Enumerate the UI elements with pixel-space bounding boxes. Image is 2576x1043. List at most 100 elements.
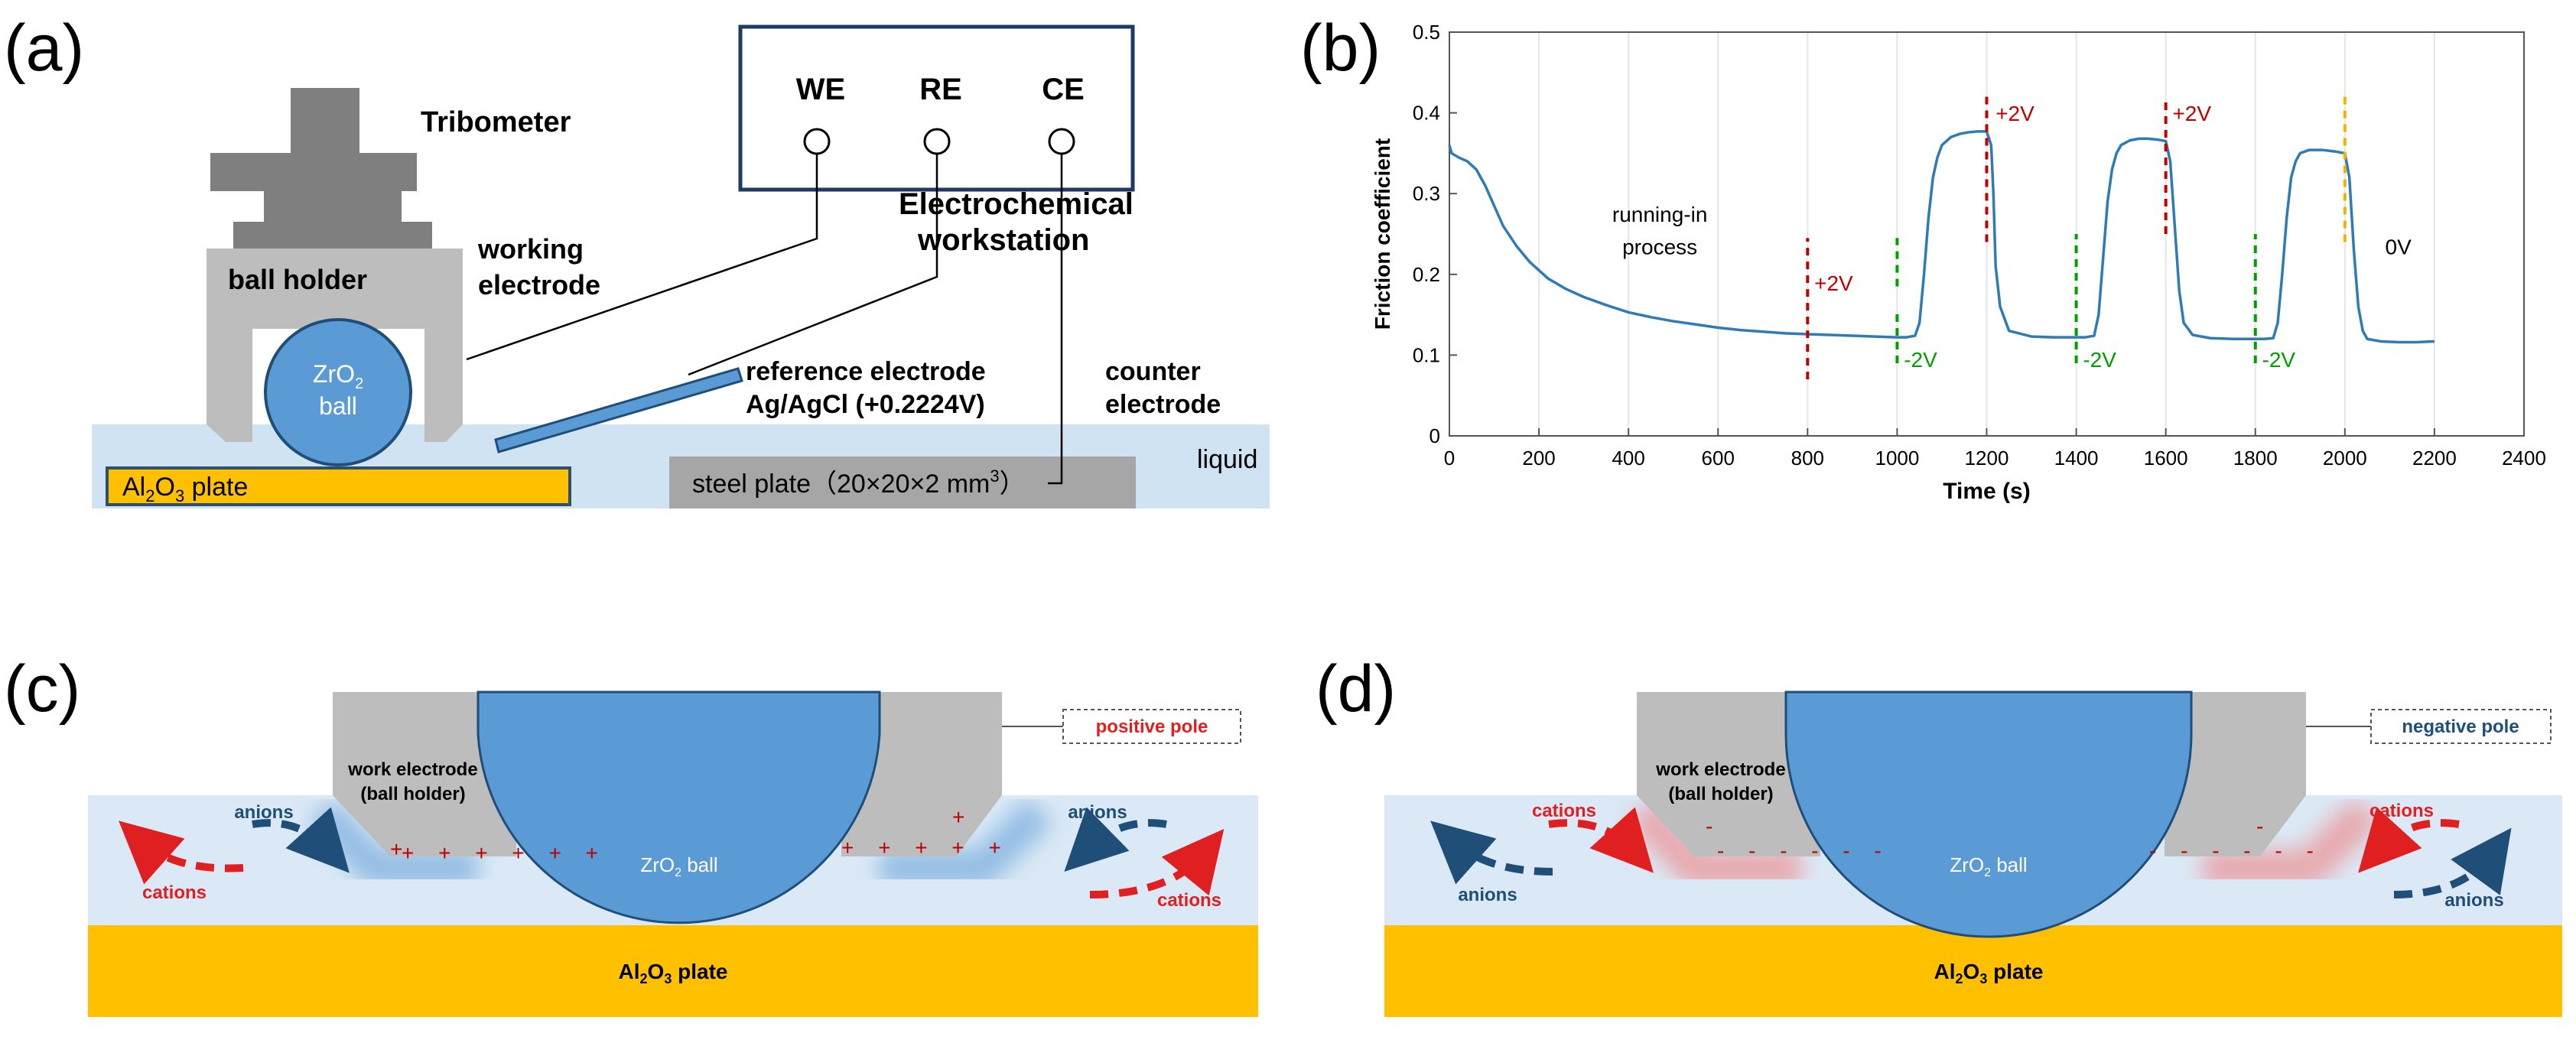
anion-arrow-left-c xyxy=(252,807,350,873)
ce-wire xyxy=(1048,154,1063,485)
x-tick-label: 1600 xyxy=(2144,447,2188,470)
negative-pole-label: negative pole xyxy=(2402,716,2519,737)
anions-label-left-d: anions xyxy=(1458,885,1517,905)
x-tick-label: 1000 xyxy=(1875,447,1919,470)
plus2v-label-1600: +2V xyxy=(2172,102,2211,125)
y-tick-label: 0.2 xyxy=(1413,263,1440,286)
x-tick-label: 200 xyxy=(1522,447,1555,470)
holder-label-c-1: work electrode xyxy=(347,759,477,780)
holder-label-c-2: (ball holder) xyxy=(360,784,465,804)
anion-arrow-left-d xyxy=(1430,820,1553,885)
cation-arrow-right-d xyxy=(2358,807,2460,873)
panel-a: (a) liquid Al2O3 plate steel plate（20×20… xyxy=(4,11,1270,509)
cations-label-left-d: cations xyxy=(1532,801,1596,821)
anions-label-right-c: anions xyxy=(1068,802,1127,823)
x-tick-label: 1400 xyxy=(2054,447,2099,470)
positive-pole-label: positive pole xyxy=(1096,716,1208,737)
liquid-label: liquid xyxy=(1197,445,1257,474)
zro2-ball-c xyxy=(476,690,881,924)
plate-label-d: Al2O3 plate xyxy=(1934,960,2044,986)
x-tick-label: 2000 xyxy=(2323,447,2367,470)
counter-electrode-label-2: electrode xyxy=(1105,390,1221,419)
minus-row-left-d: - - - - - - xyxy=(1717,839,1891,863)
al2o3-plate-d xyxy=(1384,925,2562,1017)
reference-electrode-label-1: reference electrode xyxy=(746,357,986,386)
x-tick-label: 0 xyxy=(1444,447,1455,470)
plate-label-c: Al2O3 plate xyxy=(619,960,728,986)
anions-label-left-c: anions xyxy=(234,802,293,823)
terminal-ce xyxy=(1048,128,1075,155)
terminal-we-label: WE xyxy=(796,73,845,106)
panel-d-label: (d) xyxy=(1316,652,1396,726)
ball-label-c: ZrO2 ball xyxy=(640,853,717,879)
cations-label-right-d: cations xyxy=(2369,801,2434,821)
panel-a-label: (a) xyxy=(4,11,84,85)
minus2v-label-1400: -2V xyxy=(2083,348,2116,372)
tribometer-label: Tribometer xyxy=(421,106,571,138)
minus2v-label-1000: -2V xyxy=(1904,348,1937,372)
plus-row-right-c: + + + + + xyxy=(841,836,1010,859)
y-tick-label: 0.1 xyxy=(1413,343,1440,366)
positive-pole-box xyxy=(1062,709,1241,744)
we-wire xyxy=(466,154,818,361)
reference-electrode-label-2: Ag/AgCl (+0.2224V) xyxy=(746,390,985,419)
ball-label-line1: ZrO2 xyxy=(313,360,363,392)
terminal-ce-label: CE xyxy=(1042,73,1085,106)
zro2-ball xyxy=(264,318,412,466)
cation-arrow-left-c xyxy=(119,820,244,885)
cations-label-right-c: cations xyxy=(1157,890,1221,911)
ball-holder xyxy=(207,249,463,442)
running-in-label-1: running-in xyxy=(1612,203,1708,226)
negative-pole-box xyxy=(2370,709,2552,744)
y-tick-label: 0.3 xyxy=(1413,182,1440,205)
cation-double-layer xyxy=(1627,798,2380,886)
counter-electrode-label-1: counter xyxy=(1105,357,1201,386)
ball-label-d: ZrO2 ball xyxy=(1950,853,2027,879)
x-tick-label: 2200 xyxy=(2412,447,2457,470)
terminal-re-label: RE xyxy=(919,73,962,106)
holder-label-d-2: (ball holder) xyxy=(1668,784,1773,804)
plus-charge-right-c: + xyxy=(952,805,964,829)
tribometer xyxy=(210,88,432,249)
x-tick-label: 800 xyxy=(1791,447,1824,470)
working-electrode-label-1: working xyxy=(477,233,584,265)
workstation-label-1: Electrochemical xyxy=(899,187,1134,221)
panel-c: (c) Al2O3 plate ZrO2 ball work electrode… xyxy=(4,652,1258,1017)
minus-charge-right-d: - xyxy=(2256,814,2263,838)
zro2-ball-d xyxy=(1784,690,2193,938)
zerov-label: 0V xyxy=(2386,235,2412,258)
x-tick-label: 600 xyxy=(1702,447,1735,470)
plus-row-left-c: + + + + + + xyxy=(402,841,607,865)
holder-label-d-1: work electrode xyxy=(1655,759,1785,780)
cations-label-left-c: cations xyxy=(142,882,207,903)
y-axis-label: Friction coefficient xyxy=(1371,138,1394,330)
terminal-re xyxy=(923,128,951,155)
al2o3-plate xyxy=(106,466,571,506)
cation-arrow-right-c xyxy=(1089,829,1225,898)
steel-plate-label: steel plate（20×20×2 mm3） xyxy=(692,466,1026,499)
minus2v-label-1800: -2V xyxy=(2262,348,2296,372)
re-wire xyxy=(688,154,938,376)
x-axis-label: Time (s) xyxy=(1943,479,2030,504)
minus-charge-left-d: - xyxy=(1706,814,1712,838)
cation-arrow-left-d xyxy=(1548,807,1654,873)
x-tick-label: 1200 xyxy=(1965,447,2009,470)
anion-arrow-right-d xyxy=(2393,827,2512,898)
terminal-we xyxy=(803,128,831,155)
anions-label-right-d: anions xyxy=(2444,890,2503,911)
panel-b-label: (b) xyxy=(1300,11,1381,85)
ball-holder-label: ball holder xyxy=(228,264,367,295)
workstation-label-2: workstation xyxy=(917,223,1089,257)
ball-label-line2: ball xyxy=(319,392,357,420)
x-tick-label: 1800 xyxy=(2233,447,2278,470)
y-tick-label: 0.5 xyxy=(1413,21,1440,44)
friction-series-line xyxy=(1448,130,2435,344)
y-tick-label: 0 xyxy=(1429,424,1440,447)
minus-row-right-d: - - - - - - xyxy=(2149,839,2323,863)
anion-arrow-right-c xyxy=(1064,807,1167,872)
plus-charges-left-c: + xyxy=(390,837,407,861)
panel-d: (d) Al2O3 plate ZrO2 ball work electrode… xyxy=(1316,652,2562,1017)
